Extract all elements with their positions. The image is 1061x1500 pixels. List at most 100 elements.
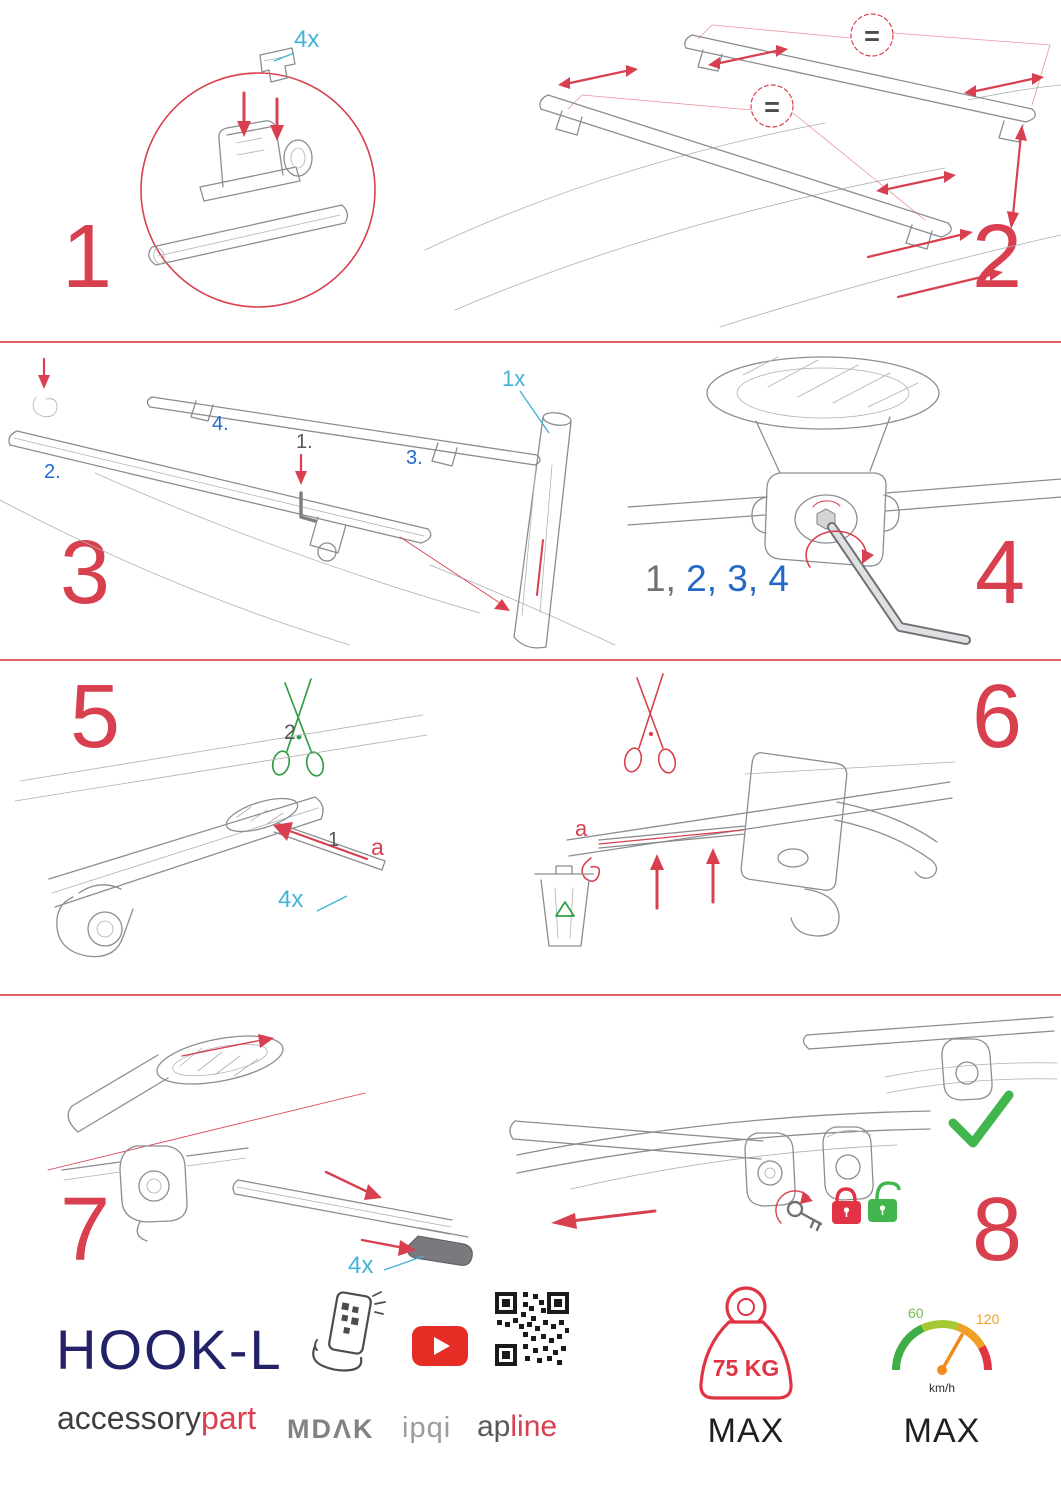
speed-low-label: 60	[908, 1305, 924, 1321]
rubber-strip	[598, 825, 746, 849]
correct-example	[802, 1016, 1058, 1148]
main-assembly	[509, 1110, 931, 1232]
front-crossbar	[8, 430, 432, 562]
allen-key	[827, 522, 971, 645]
insert-arrows	[237, 91, 284, 141]
step-7-qty-label: 4x	[348, 1252, 374, 1279]
rotate-arrow	[775, 1190, 813, 1224]
roof-outline	[424, 84, 1061, 328]
bar-opening	[67, 1035, 284, 1133]
guide-line	[47, 1092, 366, 1171]
logo-ipqi: ipqi	[402, 1412, 452, 1444]
step-3-illustration	[0, 357, 616, 649]
section-divider-2	[0, 659, 1061, 661]
front-crossbar	[539, 94, 952, 250]
roof-edge	[14, 714, 428, 802]
speedometer-icon: 60 120 km/h	[892, 1305, 1000, 1395]
pointer-line	[399, 536, 507, 608]
speed-high-label: 120	[976, 1311, 1000, 1327]
slide-arrow	[551, 1209, 657, 1229]
key-icon	[786, 1200, 823, 1232]
clamp-a	[744, 1132, 796, 1207]
measure-guides	[567, 24, 1051, 221]
step-7-illustration	[47, 1034, 473, 1271]
step-3-sub1-label: 1.	[296, 431, 313, 453]
strip-pull-arrow	[181, 1034, 274, 1057]
cover-strip	[232, 1179, 453, 1235]
roof-bar	[627, 478, 1061, 526]
qty-leader-line	[383, 1255, 425, 1271]
clamp	[61, 1145, 249, 1242]
foot-clamp	[56, 884, 134, 958]
trash-recycle-icon	[534, 865, 594, 947]
step-3-sub2-label: 2.	[44, 461, 61, 483]
step-5-strip-label: 1	[328, 829, 340, 851]
crossbar	[48, 796, 324, 908]
allen-key-small	[295, 453, 317, 523]
lock-open-icon	[868, 1181, 901, 1222]
step-3-number: 3	[60, 523, 112, 623]
section-divider-3	[0, 994, 1061, 996]
strip-curl	[32, 357, 58, 417]
step-5-edge-label: a	[371, 834, 384, 860]
brand-dark-text: accessory	[57, 1400, 202, 1436]
cut-curl	[581, 857, 601, 882]
step-5-qty-label: 4x	[278, 886, 304, 913]
check-icon	[948, 1090, 1014, 1148]
weight-max-label: MAX	[707, 1412, 785, 1450]
equals-bottom-text: =	[764, 92, 780, 122]
rubber-strip	[273, 822, 386, 871]
clamp-housing	[751, 416, 900, 567]
weight-value: 75 KG	[713, 1355, 779, 1381]
brand-wordmark: accessorypart	[57, 1400, 256, 1437]
step-1-illustration	[140, 47, 376, 308]
gauge-needle	[940, 1333, 964, 1372]
qr-modules	[495, 1292, 569, 1366]
speed-max-label: MAX	[903, 1412, 981, 1450]
equals-badge-bottom: =	[750, 84, 794, 128]
roof-bar	[566, 761, 956, 857]
step-3-qty-label: 1x	[502, 366, 526, 391]
qty-leader-line	[316, 895, 348, 912]
step-5-number: 5	[70, 667, 122, 767]
product-logo: HOOK-L	[56, 1318, 283, 1381]
step-4-illustration	[627, 356, 1061, 645]
step-5-scissors-label: 2	[284, 721, 296, 744]
phone-scan-icon	[312, 1291, 386, 1372]
brand-red-text: part	[201, 1400, 257, 1436]
equals-badge-top: =	[850, 13, 894, 57]
end-cap	[407, 1227, 473, 1266]
step-6-number: 6	[972, 667, 1024, 767]
cap-arrows	[324, 1170, 416, 1256]
step-6-illustration	[534, 673, 956, 947]
up-arrows	[650, 848, 720, 910]
foot-bracket	[740, 752, 938, 937]
measure-arrows	[558, 45, 1044, 299]
bolt-rotate-hint	[812, 500, 841, 508]
step-8-illustration	[509, 1016, 1058, 1232]
magnifier-circle	[140, 72, 376, 308]
clamp	[199, 120, 313, 202]
rear-crossbar	[146, 396, 541, 467]
scissors-red-icon	[623, 673, 677, 774]
logo-apline-dark: ap	[477, 1410, 511, 1443]
youtube-icon	[412, 1326, 468, 1366]
section-divider-1	[0, 341, 1061, 343]
step-2-number: 2	[972, 207, 1024, 307]
clamp-b	[822, 1126, 874, 1201]
insert-arrow	[273, 822, 368, 860]
logo-mdak: MDΛK	[287, 1414, 375, 1444]
step-6-edge-label: a	[575, 816, 588, 841]
speed-unit-label: km/h	[929, 1381, 955, 1395]
crossbar	[148, 204, 349, 266]
step-5-illustration	[14, 678, 428, 958]
step-3-sub3-label: 3.	[406, 447, 423, 469]
weight-icon: 75 KG	[699, 1286, 793, 1400]
qty-leader-line	[273, 52, 295, 62]
qty-leader-line	[519, 390, 550, 434]
lock-closed-icon	[832, 1187, 861, 1224]
step-7-number: 7	[60, 1180, 112, 1280]
scissors-green-icon	[271, 678, 325, 777]
step-2-illustration: = =	[424, 13, 1061, 328]
